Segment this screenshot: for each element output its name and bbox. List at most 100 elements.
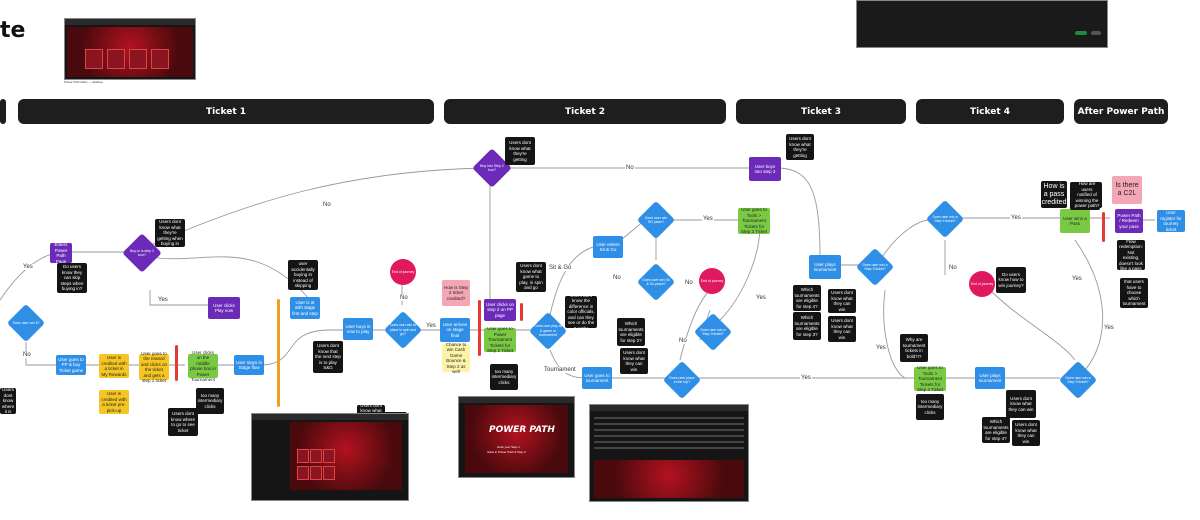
decision-place-top: Does user place in the top? xyxy=(662,360,702,400)
pain-point-note: Flow redemption: Not existing, doesn't l… xyxy=(1117,239,1145,271)
decision-ticket4-win: Does user win a Step 4 ticket? xyxy=(925,199,965,239)
question-note-black: How are users notified of winning the po… xyxy=(1072,181,1102,208)
screenshot-card xyxy=(107,49,125,69)
pain-point-note: Users dont know what they're getting xyxy=(786,134,814,160)
decision-user-wins: Does user win it? xyxy=(6,303,46,343)
node-credited-rewards: User is credited with a ticket in My Rew… xyxy=(99,354,129,378)
edge-label-yes: Yes xyxy=(157,297,169,303)
screenshot-toolbar xyxy=(65,19,195,25)
decision-label: Does user play at & game or tournament xyxy=(534,324,562,338)
screenshot-hero xyxy=(594,460,744,498)
decision-label: Does user win a Step 4 ticket? xyxy=(932,214,958,224)
screenshot-card xyxy=(85,49,103,69)
screenshot-lobby xyxy=(251,413,409,501)
screenshot-toolbar xyxy=(252,414,408,420)
divider-red-bar xyxy=(175,345,178,381)
decision-game-or-tournament: Does user play at & game or tournament xyxy=(528,311,568,351)
decision-label: Does user win a Step 3 ticket? xyxy=(862,262,888,272)
divider-orange-bar xyxy=(277,299,280,407)
phase-bar-prefix xyxy=(0,99,6,124)
edge-label-no: No xyxy=(399,295,409,301)
divider-red-bar xyxy=(520,303,523,321)
end-of-journey-3: End of journey xyxy=(969,271,995,297)
decision-label: Buy-in is step 1 tour? xyxy=(130,248,154,258)
node-power-tournament-box: User clicks on the middle phone box in P… xyxy=(188,350,218,382)
node-redeem-pass: Power Path / Redeem your pass xyxy=(1115,209,1143,233)
divider-red-bar xyxy=(478,300,481,356)
pain-point-note: Users dont know what they can win xyxy=(1012,420,1040,446)
decision-ticket5-win: Does user win a Step 5 ticket? xyxy=(1058,360,1098,400)
node-enters-power-path: Enters Power Path Page xyxy=(50,242,72,264)
node-user-clicks-play: User clicks Play now xyxy=(208,297,240,319)
edge-label-no: No xyxy=(612,275,622,281)
edge-label-yes: Yes xyxy=(702,216,714,222)
edge-d1-to-upper xyxy=(139,254,311,301)
edge-label-yes: Yes xyxy=(1071,276,1083,282)
edge-after-loop xyxy=(1074,239,1104,371)
edge-g3-down xyxy=(719,224,761,321)
decision-label: Does user win it? xyxy=(12,320,40,325)
edge-label-no: No xyxy=(948,265,958,271)
divider-red-bar xyxy=(1102,212,1105,242)
screenshot-card xyxy=(297,449,309,463)
pain-point-note: too many intermediary clicks xyxy=(490,364,518,390)
node-tournament-t2: User goes to tournament xyxy=(582,367,612,389)
screenshot-toolbar xyxy=(459,397,574,403)
node-step2-tickets: User goes to Power Tournament Tickets fo… xyxy=(484,326,516,353)
node-reward-ticket: User goes to the reward and clicks on th… xyxy=(139,350,169,383)
node-user-buys: User buys in now to play xyxy=(343,318,373,340)
pain-point-note: Users dont know what they're getting whe… xyxy=(155,219,185,247)
decision-place-spin: Does user win to place in spin and go? xyxy=(383,310,423,350)
node-tournament-t4: User plays tournament xyxy=(975,367,1005,389)
power-path-line: ticket in Power Path & Step 2 xyxy=(487,450,526,454)
edge-label-sit-and-go: Sit & Go xyxy=(548,265,573,271)
info-note-yellow: Chance to win Cash Game Bounce & Step 2 … xyxy=(442,342,470,374)
edge-end3-loop xyxy=(989,289,1076,361)
pain-point-note: too many intermediary clicks xyxy=(196,388,224,414)
node-t2-step2: User clicks on step 2 on PP page xyxy=(484,299,516,321)
edge-ticket3-down xyxy=(779,167,821,259)
screenshot-hero xyxy=(465,405,568,473)
phase-bar-ticket1: Ticket 1 xyxy=(18,99,434,124)
pain-point-note: Users dont know what they can win xyxy=(1006,390,1036,418)
pain-point-note: Users dont know what they can win xyxy=(828,289,856,313)
top-left-screenshot xyxy=(64,18,196,80)
decision-label: Does user win to place in spin and go? xyxy=(389,323,417,337)
screenshot-row xyxy=(594,429,744,431)
node-stage-final: User arrives on stage final xyxy=(440,318,470,342)
node-step4-tickets: User goes to Tools > Tournament Tickets … xyxy=(914,365,946,392)
screenshot-row xyxy=(594,423,744,425)
edge-label-yes: Yes xyxy=(755,295,767,301)
pain-point-note: user accidentally buying in instead of s… xyxy=(288,260,318,290)
edge-label-yes: Yes xyxy=(1010,215,1022,221)
question-note-pink: How is Step 2 ticket credited? xyxy=(442,280,470,306)
pain-point-note: Users dont know what they can win xyxy=(620,348,648,374)
screenshot-card xyxy=(129,49,147,69)
edge-label-no: No xyxy=(678,338,688,344)
pain-point-note: Do users know how to win journey? xyxy=(996,267,1026,293)
node-step3-tickets: User goes to Tools > Tournament Tickets … xyxy=(738,207,770,234)
decision-win-step3-ticket: Does user win a Step 3 ticket? xyxy=(693,312,733,352)
edge-label-yes: Yes xyxy=(425,323,437,329)
screenshot-card xyxy=(310,466,322,480)
screenshot-power-path: POWER PATH Grab your Step 1 ticket in Po… xyxy=(458,396,575,478)
edge-d1-yes xyxy=(149,290,210,306)
edge-label-yes: Yes xyxy=(22,264,34,270)
node-wins-pass: User wins a Pass xyxy=(1060,209,1090,233)
node-t3-buy: User buys into step 3 xyxy=(749,157,781,181)
pain-point-note: Users dont know the difference in color … xyxy=(565,293,597,331)
power-path-logo: POWER PATH xyxy=(489,425,555,435)
node-register-tourney: User register for tourney ticket xyxy=(1157,210,1185,232)
screenshot-card xyxy=(323,466,335,480)
page-title: te xyxy=(0,18,26,43)
screenshot-caption: Power Path lobby — desktop xyxy=(64,80,103,84)
pain-point-note: Which tournaments are eligible for step … xyxy=(982,417,1010,443)
pain-point-note: too many intermediary clicks xyxy=(916,394,944,420)
question-note-black: How is a pass credited xyxy=(1041,181,1067,208)
end-of-journey-1: End of journey xyxy=(390,259,416,285)
question-note-pink: Is there a C2L xyxy=(1112,176,1142,204)
edge-mid-to-d2 xyxy=(259,329,345,366)
pain-point-note: Unclear that users have to choose which … xyxy=(1120,274,1148,312)
